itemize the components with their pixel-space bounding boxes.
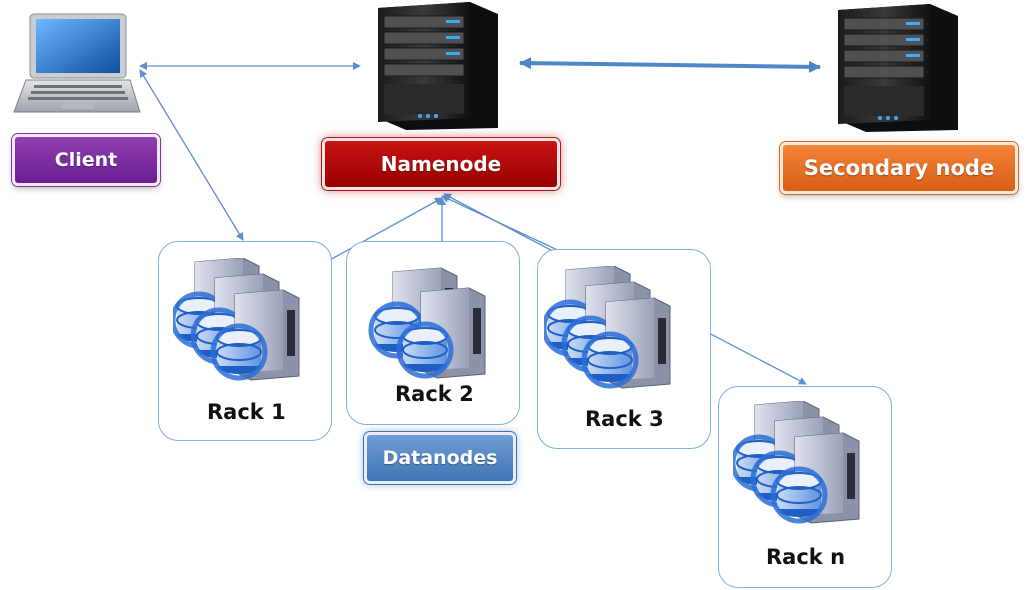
datanodes-label: Datanodes: [364, 432, 516, 484]
rack-n-box: Rack n: [718, 386, 892, 588]
secondary-node-label: Secondary node: [780, 142, 1018, 194]
rack-1-servers: [170, 257, 323, 398]
client-label: Client: [12, 134, 160, 186]
server-database-icon: [730, 400, 860, 524]
client-rack1-connector: [139, 69, 244, 241]
server-database-icon: [368, 267, 486, 379]
secondary-server-icon: [838, 4, 958, 132]
rack-1-label: Rack 1: [207, 400, 286, 424]
namenode-server-icon: [378, 2, 498, 130]
server-database-icon: [170, 257, 300, 381]
rack-2-servers: [361, 260, 511, 380]
rack-1-box: Rack 1: [158, 241, 332, 441]
rack-n-servers: [730, 400, 883, 541]
laptop-icon: [13, 13, 141, 113]
namenode-label: Namenode: [322, 138, 560, 190]
server-database-icon: [541, 265, 671, 389]
rack-2-label: Rack 2: [395, 382, 474, 406]
rack-n-label: Rack n: [766, 545, 846, 569]
namenode-secondary-connector: [519, 57, 821, 73]
rack-2-box: Rack 2: [346, 241, 520, 425]
rack-3-box: Rack 3: [537, 249, 711, 449]
rack-3-label: Rack 3: [585, 407, 664, 431]
rack-3-servers: [541, 265, 694, 406]
